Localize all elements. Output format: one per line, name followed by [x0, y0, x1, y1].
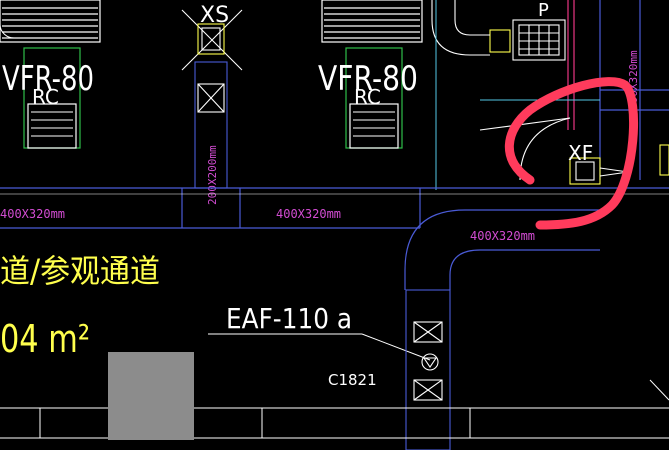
duct-size-1: 400X320mm — [0, 207, 65, 221]
xf-label: XF — [568, 141, 593, 165]
p-unit — [431, 0, 575, 130]
duct-size-vertical-left: 200X200mm — [206, 145, 219, 205]
room-name: 道/参观通道 — [0, 252, 160, 290]
vrf-unit-left — [0, 0, 101, 43]
indoor-unit-left — [23, 47, 81, 149]
xs-duct — [181, 9, 243, 189]
door-label: C1821 — [328, 371, 377, 389]
exhaust-duct — [405, 289, 451, 450]
grey-block — [108, 352, 194, 440]
duct-size-3: 400X320mm — [470, 229, 535, 243]
eaf-leader-2 — [361, 333, 431, 361]
p-label: P — [538, 0, 549, 21]
vrf-unit-right — [321, 0, 423, 43]
vrf-right-label: VFR-80 — [318, 59, 418, 99]
highlight-stroke — [504, 77, 638, 230]
xs-label: XS — [200, 3, 229, 28]
duct-size-2: 400X320mm — [276, 207, 341, 221]
vrf-left-label: VFR-80 — [2, 59, 94, 99]
rc-left-label: RC — [32, 85, 59, 109]
eaf-label: EAF-110 a — [226, 302, 352, 335]
rc-right-label: RC — [354, 85, 381, 109]
right-vertical-duct — [599, 0, 669, 180]
main-duct — [0, 187, 669, 290]
room-area: 04 m² — [0, 317, 90, 361]
indoor-unit-right — [345, 47, 403, 149]
circle-fragment — [0, 24, 15, 39]
